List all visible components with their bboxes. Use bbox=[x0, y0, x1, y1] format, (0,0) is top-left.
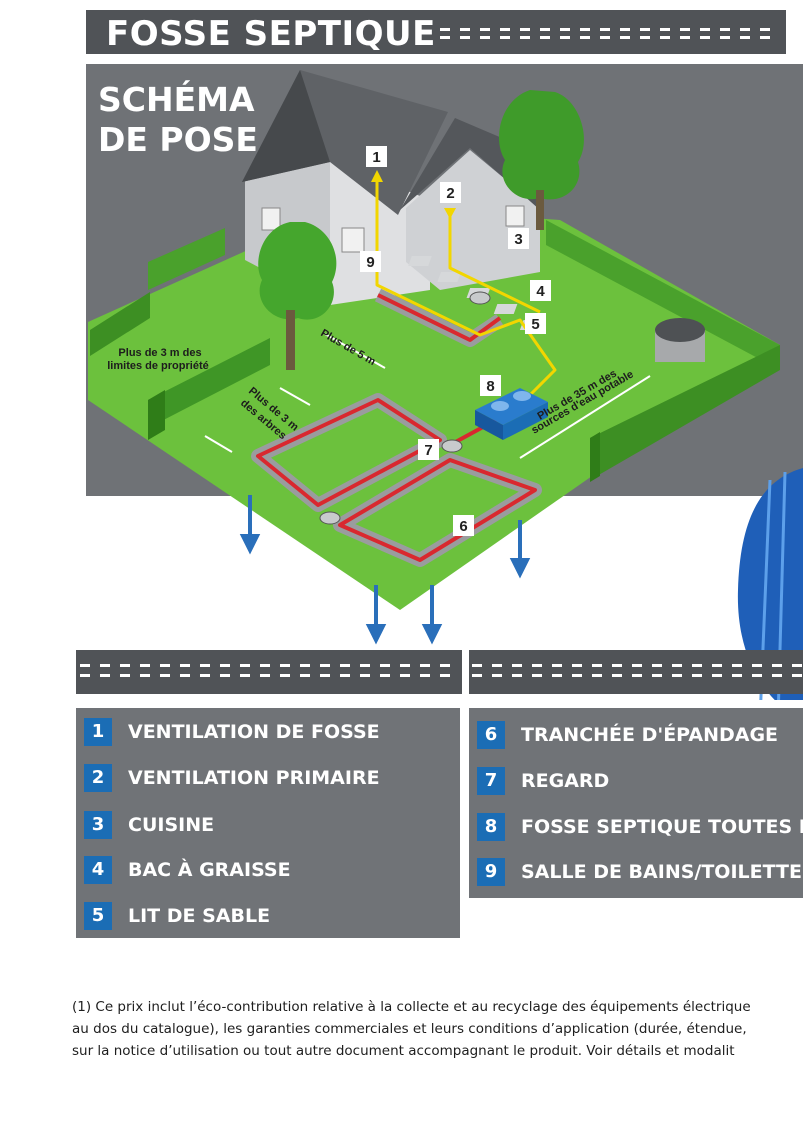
legend-dashes-left-lower bbox=[80, 674, 460, 677]
marker-2: 2 bbox=[440, 182, 461, 203]
tree-right bbox=[498, 90, 584, 200]
legend-number-7: 7 bbox=[477, 767, 505, 795]
legend-label-9: SALLE DE BAINS/TOILETTES bbox=[521, 861, 803, 883]
legend-number-3: 3 bbox=[84, 811, 112, 839]
pipe-yellow-vent-2 bbox=[448, 214, 541, 314]
footnote: (1) Ce prix inclut l’éco-contribution re… bbox=[72, 996, 803, 1062]
legend-label-8: FOSSE SEPTIQUE TOUTES EA bbox=[521, 816, 803, 838]
footnote-line-1: (1) Ce prix inclut l’éco-contribution re… bbox=[72, 999, 751, 1015]
legend-number-5: 5 bbox=[84, 902, 112, 930]
legend-label-2: VENTILATION PRIMAIRE bbox=[128, 767, 380, 789]
legend-panel-right: 6 TRANCHÉE D'ÉPANDAGE 7 REGARD 8 FOSSE S… bbox=[469, 708, 803, 898]
label-limits-line1: Plus de 3 m des bbox=[118, 347, 201, 359]
legend-dashes-left bbox=[80, 664, 460, 667]
title-bar bbox=[86, 10, 786, 54]
lawn bbox=[88, 210, 780, 610]
footnote-line-2: au dos du catalogue), les garanties comm… bbox=[72, 1021, 747, 1037]
legend-number-9: 9 bbox=[477, 858, 505, 886]
marker-4: 4 bbox=[530, 280, 551, 301]
legend-label-6: TRANCHÉE D'ÉPANDAGE bbox=[521, 724, 779, 746]
pipe-red-upper bbox=[377, 293, 502, 342]
legend-number-4: 4 bbox=[84, 856, 112, 884]
diagram-title-line2: DE POSE bbox=[98, 120, 258, 159]
marker-9: 9 bbox=[360, 251, 381, 272]
page-title: FOSSE SEPTIQUE bbox=[106, 14, 436, 54]
svg-text:9: 9 bbox=[366, 254, 374, 271]
legend-label-1: VENTILATION DE FOSSE bbox=[128, 721, 380, 743]
septic-tank bbox=[475, 388, 548, 440]
svg-text:3: 3 bbox=[514, 231, 522, 248]
tree-left bbox=[258, 222, 337, 320]
septic-tank-product-image bbox=[737, 468, 803, 700]
marker-6: 6 bbox=[453, 515, 474, 536]
legend-label-4: BAC À GRAISSE bbox=[128, 859, 291, 881]
svg-text:4: 4 bbox=[536, 283, 545, 300]
diagram-title-line1: SCHÉMA bbox=[98, 80, 255, 119]
hedge-right bbox=[546, 220, 780, 370]
marker-5: 5 bbox=[525, 313, 546, 334]
legend-dashes-right-lower bbox=[472, 674, 803, 677]
infiltration-arrows bbox=[239, 495, 531, 645]
hedge-front-right bbox=[590, 345, 780, 480]
marker-8: 8 bbox=[480, 375, 501, 396]
legend-label-3: CUISINE bbox=[128, 814, 215, 836]
svg-text:2: 2 bbox=[446, 185, 454, 202]
installation-diagram: 1 2 3 4 5 6 7 8 9 Plus de 3 m des limite… bbox=[88, 70, 803, 700]
header-dashes-lower bbox=[440, 36, 780, 39]
legend-bar-left bbox=[76, 650, 462, 694]
legend-label-7: REGARD bbox=[521, 770, 610, 792]
pipe-red-field-right bbox=[338, 458, 537, 562]
svg-text:6: 6 bbox=[459, 518, 467, 535]
label-limits-line2: limites de propriété bbox=[107, 360, 208, 372]
legend-bar-right bbox=[469, 650, 803, 694]
header-dashes bbox=[440, 28, 780, 31]
svg-text:8: 8 bbox=[486, 378, 494, 395]
legend-number-2: 2 bbox=[84, 764, 112, 792]
diagram-title: SCHÉMA DE POSE bbox=[98, 80, 258, 160]
marker-3: 3 bbox=[508, 228, 529, 249]
hedge-left bbox=[148, 228, 225, 290]
svg-text:1: 1 bbox=[372, 149, 380, 166]
legend-dashes-right bbox=[472, 664, 803, 667]
hedge-front-left bbox=[148, 338, 270, 428]
legend-number-6: 6 bbox=[477, 721, 505, 749]
legend-number-8: 8 bbox=[477, 813, 505, 841]
svg-text:5: 5 bbox=[531, 316, 539, 333]
footnote-line-3: sur la notice d’utilisation ou tout autr… bbox=[72, 1043, 735, 1059]
legend-label-5: LIT DE SABLE bbox=[128, 905, 271, 927]
legend-number-1: 1 bbox=[84, 718, 112, 746]
manhole-regard bbox=[441, 439, 463, 453]
legend-panel-left: 1 VENTILATION DE FOSSE 2 VENTILATION PRI… bbox=[76, 708, 460, 938]
marker-7: 7 bbox=[418, 439, 439, 460]
svg-text:7: 7 bbox=[424, 442, 432, 459]
marker-1: 1 bbox=[366, 146, 387, 167]
pipe-red-field-left bbox=[256, 398, 442, 507]
